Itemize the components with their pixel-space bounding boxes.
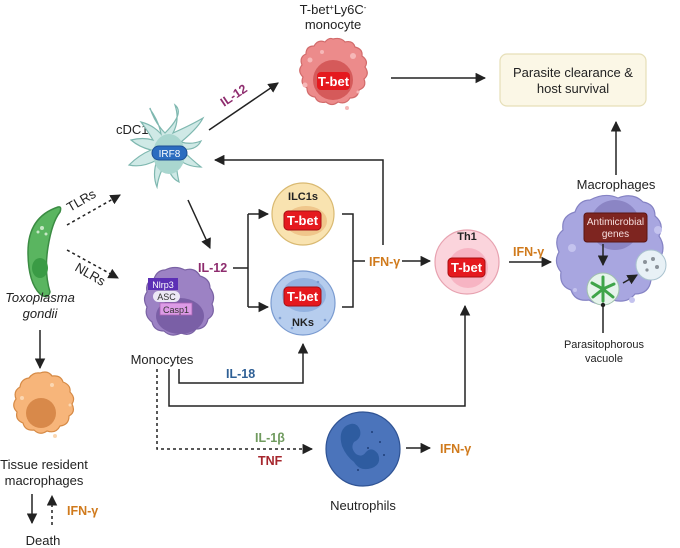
cdc1-to-monocyte-arrow (208, 82, 279, 131)
nk-tbet-marker (283, 286, 322, 307)
toxoplasma-nucleus (32, 258, 48, 278)
vacuole-label-line2: vacuole (585, 353, 623, 365)
vacuole-label-line1: Parasitophorous (564, 339, 645, 351)
monocyte-to-nk-arrow (178, 342, 309, 384)
macrophages-label: Macrophages (577, 177, 656, 192)
macrophages-cell: Macrophages Antimicrobial genes Parasito… (555, 177, 667, 365)
nlrp3-marker (148, 278, 178, 290)
tbet-monocyte-marker-text: T-bet (318, 74, 350, 89)
ilc-nk-bracket (342, 213, 365, 308)
ifng-tissue-label: IFN-γ (67, 504, 98, 518)
nk-label: NKs (292, 317, 314, 329)
cdc1-to-il12-arrow (187, 199, 211, 249)
neutrophils-cell: Neutrophils (325, 411, 401, 513)
monocyte-to-neutrophil-arrow (156, 369, 314, 455)
monocytes-label: Monocytes (131, 352, 194, 367)
th1-cell: Th1 T-bet (434, 229, 500, 295)
tbet-monocyte-marker (317, 72, 350, 90)
vacuole-parasites (590, 275, 616, 303)
tbet-monocyte-cell: T-bet+Ly6C- monocyte T-bet (299, 2, 368, 110)
toxoplasma-label-line1: Toxoplasma (5, 290, 75, 305)
parasite-clearance-box: Parasite clearance & host survival (499, 53, 647, 107)
casp1-marker (159, 302, 193, 316)
th1-tbet-text: T-bet (451, 260, 483, 275)
nlr-arrow (66, 249, 119, 279)
nlr-label: NLRs (73, 260, 109, 289)
ifng-th1-label: IFN-γ (513, 245, 544, 259)
antimicrobial-text-line2: genes (602, 229, 629, 240)
asc-text: ASC (157, 292, 176, 302)
antimicrobial-text-line1: Antimicrobial (587, 217, 644, 228)
clearance-text-line1: Parasite clearance & (513, 65, 633, 80)
tbet-monocyte-label: T-bet+Ly6C- (300, 2, 367, 17)
antimicrobial-genes-marker (583, 212, 648, 243)
ifng-to-cdc1-feedback-arrow (213, 154, 384, 245)
il1b-label: IL-1β (255, 431, 285, 445)
degraded-parasites (643, 257, 659, 272)
ifng-ilc-nk-label: IFN-γ (369, 255, 400, 269)
nk-tbet-text: T-bet (287, 289, 319, 304)
nlrp3-text: Nlrp3 (152, 280, 174, 290)
ilc1-tbet-marker (283, 210, 322, 231)
toxoplasma-label-line2: gondii (23, 306, 59, 321)
ifng-neutrophil-label: IFN-γ (440, 442, 471, 456)
il18-label: IL-18 (226, 367, 255, 381)
monocyte-to-th1-arrow (168, 304, 471, 407)
vacuole-to-lysed-arrow (622, 274, 638, 285)
tissue-macrophages-label-line2: macrophages (5, 473, 84, 488)
casp1-text: Casp1 (163, 305, 189, 315)
th1-tbet-marker (447, 257, 486, 278)
toxoplasma-parasite: Toxoplasma gondii (5, 206, 75, 321)
irf8-marker-text: IRF8 (159, 149, 181, 160)
asc-marker (153, 291, 180, 302)
tissue-macrophages-cell: Tissue resident macrophages (0, 371, 88, 488)
il12-mid-label: IL-12 (198, 261, 227, 275)
tnf-label: TNF (258, 454, 283, 468)
tbet-monocyte-label-line2: monocyte (305, 17, 361, 32)
death-label: Death (26, 533, 61, 548)
ilc1-label: ILC1s (288, 191, 318, 203)
ilc1-cell: ILC1s T-bet (271, 182, 335, 246)
cdc1-cell: cDC1s IRF8 (116, 103, 205, 190)
ilc1-tbet-text: T-bet (287, 213, 319, 228)
lysed-vacuole (635, 249, 667, 281)
tissue-macrophages-label-line1: Tissue resident (0, 457, 88, 472)
clearance-text-line2: host survival (537, 81, 609, 96)
il12-bracket (233, 214, 249, 307)
tlr-arrow (66, 194, 121, 226)
monocytes-cell: Nlrp3 ASC Casp1 Monocytes (131, 266, 215, 367)
th1-label: Th1 (457, 231, 477, 243)
neutrophils-label: Neutrophils (330, 498, 396, 513)
irf8-marker (151, 145, 188, 161)
nk-cell: T-bet NKs (270, 270, 336, 336)
tissue-macrophage-nucleus (26, 398, 56, 428)
